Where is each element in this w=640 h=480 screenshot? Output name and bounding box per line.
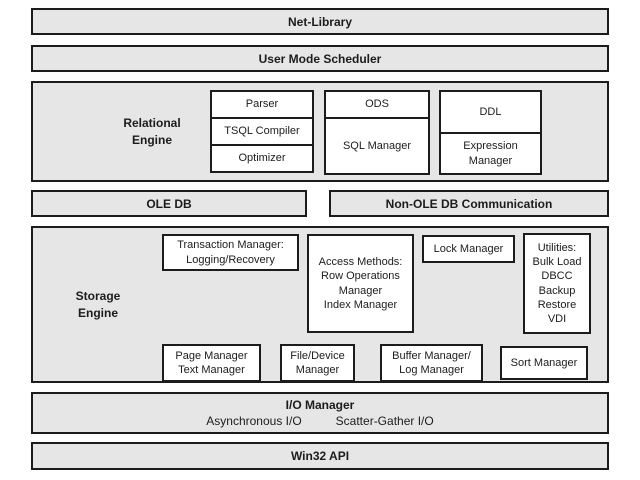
ods-column: ODS SQL Manager (324, 90, 430, 175)
sort-manager-box: Sort Manager (500, 346, 588, 380)
non-ole-db-communication-layer: Non-OLE DB Communication (329, 190, 609, 217)
expression-manager-box: Expression Manager (439, 132, 542, 175)
storage-engine-label: Storage Engine (75, 289, 121, 320)
transaction-manager-box: Transaction Manager: Logging/Recovery (162, 234, 299, 271)
ddl-column: DDL Expression Manager (439, 90, 542, 175)
page-manager-box: Page Manager Text Manager (162, 344, 261, 382)
file-device-manager-box: File/Device Manager (280, 344, 355, 382)
scatter-gather-io-label: Scatter-Gather I/O (335, 414, 434, 428)
storage-engine-section: Storage Engine Transaction Manager: Logg… (31, 226, 609, 383)
lock-manager-box: Lock Manager (422, 235, 515, 263)
ddl-box: DDL (439, 90, 542, 134)
net-library-layer: Net-Library (31, 8, 609, 35)
win32-api-layer: Win32 API (31, 442, 609, 470)
utilities-box: Utilities: Bulk Load DBCC Backup Restore… (523, 233, 591, 334)
buffer-manager-box: Buffer Manager/ Log Manager (380, 344, 483, 382)
parser-box: Parser (210, 90, 314, 119)
sql-manager-box: SQL Manager (324, 117, 430, 175)
io-manager-title: I/O Manager (285, 398, 355, 412)
tsql-compiler-box: TSQL Compiler (210, 117, 314, 146)
io-manager-layer: I/O Manager Asynchronous I/O Scatter-Gat… (31, 392, 609, 434)
io-manager-sublabels: Asynchronous I/O Scatter-Gather I/O (206, 414, 433, 428)
optimizer-box: Optimizer (210, 144, 314, 173)
user-mode-scheduler-layer: User Mode Scheduler (31, 45, 609, 72)
relational-engine-section: Relational Engine Parser TSQL Compiler O… (31, 81, 609, 182)
parser-column: Parser TSQL Compiler Optimizer (210, 90, 314, 173)
relational-engine-label: Relational Engine (123, 116, 181, 147)
access-methods-box: Access Methods: Row Operations Manager I… (307, 234, 414, 333)
asynchronous-io-label: Asynchronous I/O (206, 414, 302, 428)
ods-box: ODS (324, 90, 430, 119)
ole-db-layer: OLE DB (31, 190, 307, 217)
